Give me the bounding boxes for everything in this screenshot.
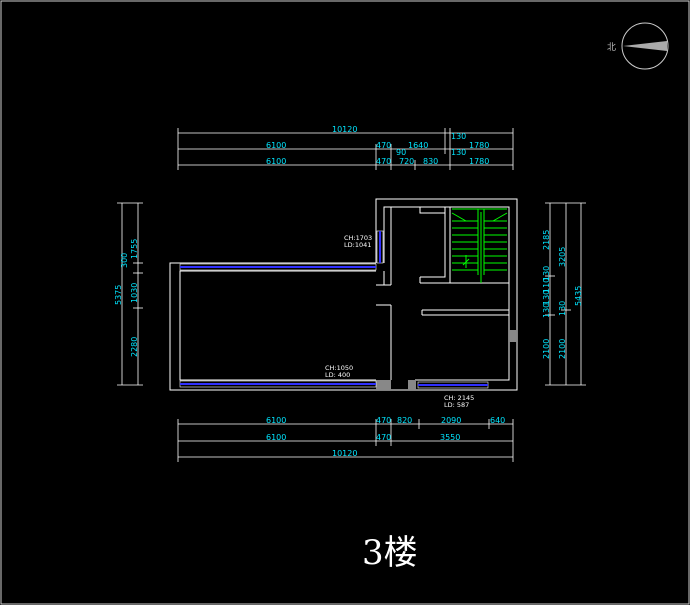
window-note-2-ld: LD: 400 (325, 371, 350, 379)
dim-right-5435: 5435 (574, 286, 583, 306)
dim-top3-720: 720 (399, 157, 414, 166)
dim-bot1-470: 470 (376, 416, 391, 425)
right-dimensions (545, 202, 586, 386)
wall-blocks (376, 330, 517, 390)
dim-top2-1640: 1640 (408, 141, 428, 150)
window-note-1-ld: LD:1041 (344, 241, 371, 249)
dim-top3-470: 470 (376, 157, 391, 166)
dim-top2-90: 90 (396, 148, 406, 157)
dim-left-5375: 5375 (114, 285, 123, 305)
dim-bot1-640: 640 (490, 416, 505, 425)
right-dim-text: 2185 3205 130 110 130 130 130 5435 2100 … (542, 230, 583, 359)
dim-top2-1780: 1780 (469, 141, 489, 150)
dim-right-110: 110 (542, 278, 551, 293)
dim-left-2280: 2280 (130, 337, 139, 357)
dim-bot2-3550: 3550 (440, 433, 460, 442)
window-notes: CH:1703 LD:1041 CH:1050 LD: 400 CH: 2145… (325, 234, 474, 409)
compass-label: 北 (607, 42, 616, 53)
window-note-1-ch: CH:1703 (344, 234, 372, 242)
dim-bot3-10120: 10120 (332, 449, 357, 458)
dim-top3-6100: 6100 (266, 157, 286, 166)
window-note-3-ld: LD: 587 (444, 401, 469, 409)
dim-right-130c: 130 (542, 303, 551, 318)
dim-top3-1780: 1780 (469, 157, 489, 166)
dim-top2-470: 470 (376, 141, 391, 150)
dim-right-2100b: 2100 (558, 339, 567, 359)
walls (169, 198, 518, 391)
bottom-dim-text: 6100 470 820 2090 640 6100 470 3550 1012… (266, 416, 505, 458)
floor-title: 3楼 (362, 533, 418, 573)
dim-left-1030: 1030 (130, 283, 139, 303)
window-note-2-ch: CH:1050 (325, 364, 353, 372)
dim-right-130a: 130 (542, 266, 551, 281)
dim-right-2100a: 2100 (542, 339, 551, 359)
dim-top-total: 10120 (332, 125, 357, 134)
dim-top-130a: 130 (451, 132, 466, 141)
bottom-dimensions (177, 419, 514, 462)
north-compass: 北 (607, 22, 669, 70)
dim-bot1-820: 820 (397, 416, 412, 425)
dim-bot2-470: 470 (376, 433, 391, 442)
dim-bot1-6100: 6100 (266, 416, 286, 425)
top-dim-text: 10120 130 6100 470 1640 130 1780 90 6100… (266, 125, 489, 166)
dim-left-1755: 1755 (130, 239, 139, 259)
left-dim-text: 5375 1755 300 1030 2280 (114, 239, 139, 357)
staircase (451, 208, 508, 283)
dim-bot1-2090: 2090 (441, 416, 461, 425)
top-dimensions (177, 128, 514, 170)
window-note-3-ch: CH: 2145 (444, 394, 474, 402)
dim-top2-130: 130 (451, 148, 466, 157)
dim-right-130b: 130 (542, 290, 551, 305)
compass-circle (621, 22, 669, 70)
left-dimensions (117, 202, 143, 386)
windows (179, 230, 489, 389)
dim-right-130d: 130 (558, 301, 567, 316)
compass-needle (623, 41, 667, 51)
dim-right-2185: 2185 (542, 230, 551, 250)
dim-top2-6100: 6100 (266, 141, 286, 150)
dim-right-3205: 3205 (558, 247, 567, 267)
dim-top3-830: 830 (423, 157, 438, 166)
dim-left-300: 300 (120, 253, 129, 268)
dim-bot2-6100: 6100 (266, 433, 286, 442)
